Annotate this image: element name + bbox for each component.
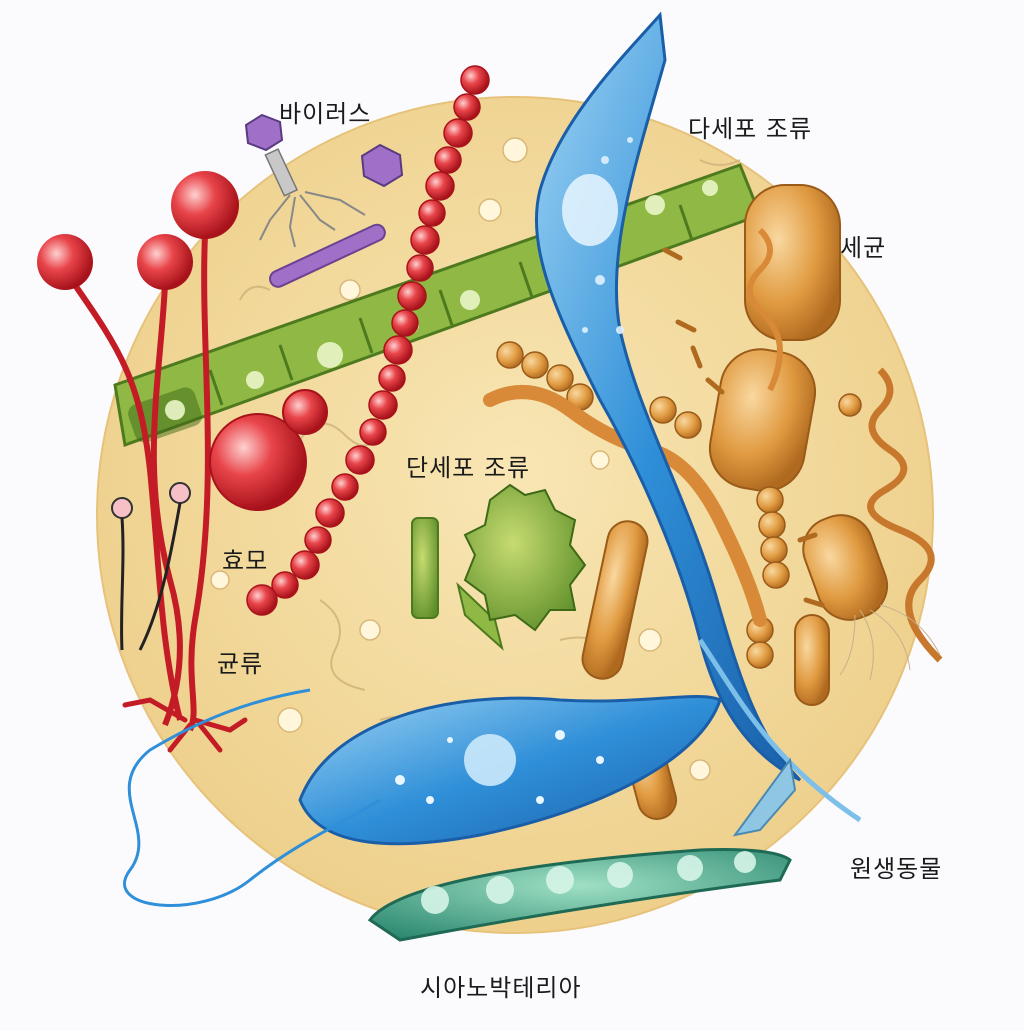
protozoa [123,688,722,907]
multicellular-algae-label: 다세포 조류 [688,115,813,143]
background-bubbles [210,137,711,781]
virus-label: 바이러스 [279,100,372,128]
virus-particles [244,113,404,288]
cyanobacteria-label: 시아노박테리아 [420,974,582,1002]
fungal-bead-chain [246,65,490,616]
yeast-label: 효모 [222,547,269,575]
bacteria-label: 세균 [840,234,887,262]
cyanobacteria [367,757,797,942]
multicellular-algae [535,11,862,823]
fungi [37,171,248,753]
unicellular-algae [411,483,587,651]
unicellular-algae-label: 단세포 조류 [406,454,531,482]
yeast [209,389,328,511]
protozoa-label: 원생동물 [850,855,943,883]
fungi-label: 균류 [217,650,264,678]
